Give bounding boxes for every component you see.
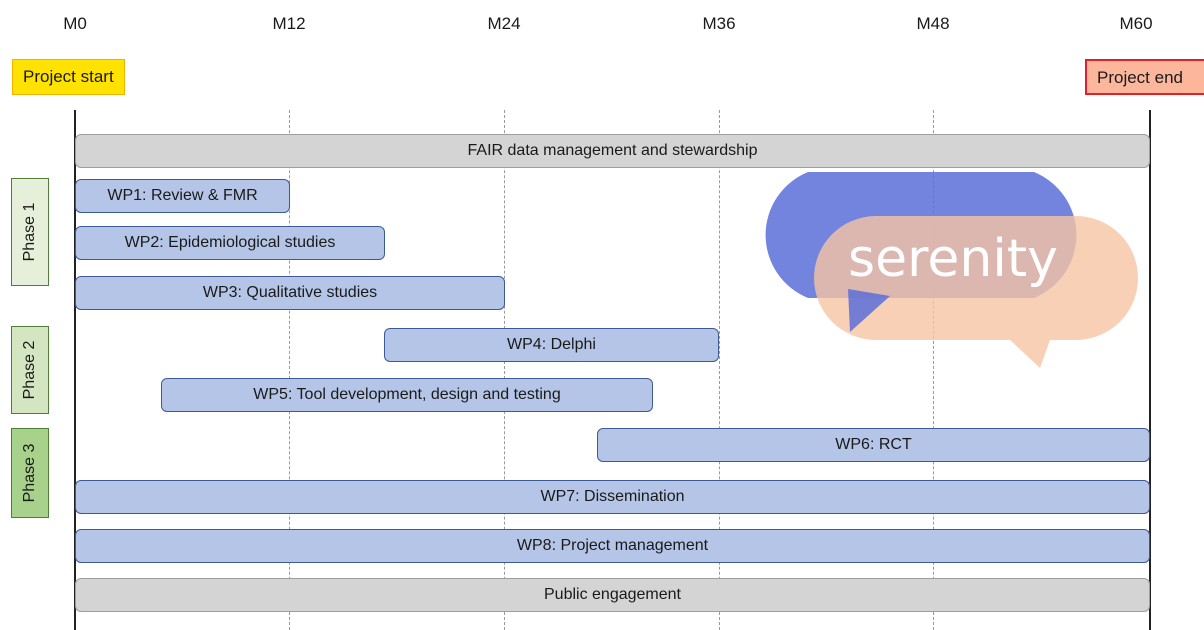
wp1-bar: WP1: Review & FMR <box>75 179 290 213</box>
phase-3-box: Phase 3 <box>11 428 49 518</box>
phase-2-box: Phase 2 <box>11 326 49 414</box>
wp7-label: WP7: Dissemination <box>540 488 685 505</box>
gridline-m48 <box>933 110 934 630</box>
phase-2-label: Phase 2 <box>21 340 38 400</box>
wp2-label: WP2: Epidemiological studies <box>124 234 336 251</box>
gridline-m36 <box>719 110 720 630</box>
wp2-bar: WP2: Epidemiological studies <box>75 226 385 260</box>
wp5-label: WP5: Tool development, design and testin… <box>253 386 561 403</box>
wp5-bar: WP5: Tool development, design and testin… <box>161 378 653 412</box>
phase-1-label: Phase 1 <box>21 202 38 262</box>
logo-wordmark: serenity <box>848 229 1058 289</box>
wp8-bar: WP8: Project management <box>75 529 1150 563</box>
project-start-marker: Project start <box>12 59 125 95</box>
wp4-label: WP4: Delphi <box>507 336 596 353</box>
month-label-m12: M12 <box>272 14 306 33</box>
gridline-m12 <box>289 110 290 630</box>
wp8-label: WP8: Project management <box>516 537 709 554</box>
phase-3-label: Phase 3 <box>21 443 38 503</box>
wp4-bar: WP4: Delphi <box>384 328 719 362</box>
public-engagement-bar: Public engagement <box>75 578 1150 612</box>
gridline-m24 <box>504 110 505 630</box>
month-label-m24: M24 <box>487 14 521 33</box>
wp3-bar: WP3: Qualitative studies <box>75 276 505 310</box>
logo-blue-tail-shape <box>848 289 890 332</box>
month-label-m36: M36 <box>702 14 736 33</box>
fair-data-bar: FAIR data management and stewardship <box>75 134 1150 168</box>
wp6-label: WP6: RCT <box>835 436 912 453</box>
serenity-logo: serenity <box>765 172 1138 368</box>
month-label-m0: M0 <box>63 14 87 33</box>
wp7-bar: WP7: Dissemination <box>75 480 1150 514</box>
month-label-m60: M60 <box>1119 14 1153 33</box>
timeline-end-axis <box>1149 110 1151 630</box>
phase-1-box: Phase 1 <box>11 178 49 286</box>
month-label-m48: M48 <box>916 14 950 33</box>
wp3-label: WP3: Qualitative studies <box>202 284 378 301</box>
wp6-bar: WP6: RCT <box>597 428 1150 462</box>
timeline-start-axis <box>74 110 76 630</box>
logo-peach-bubble-shape <box>814 216 1138 368</box>
wp1-label: WP1: Review & FMR <box>107 187 258 204</box>
public-engagement-label: Public engagement <box>544 586 681 603</box>
fair-data-label: FAIR data management and stewardship <box>467 142 758 159</box>
project-end-marker: Project end <box>1085 59 1204 95</box>
